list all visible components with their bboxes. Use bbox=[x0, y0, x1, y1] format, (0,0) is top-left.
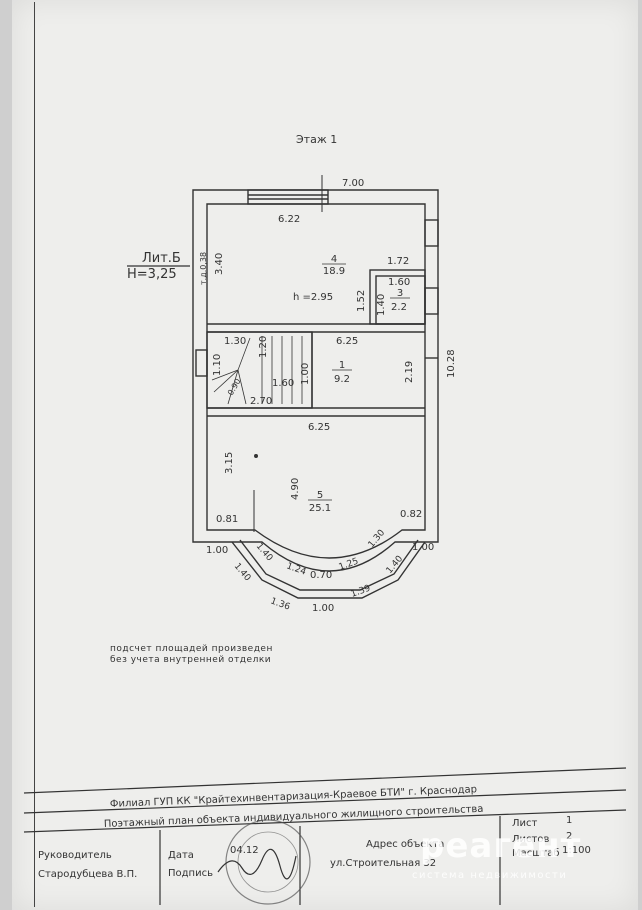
dim-closet-140: 1.40 bbox=[376, 294, 387, 316]
dim-stair-110: 1.10 bbox=[212, 354, 223, 376]
stamp-head-name: Стародубцева В.П. bbox=[38, 869, 137, 880]
signature bbox=[217, 848, 297, 880]
dim-overall-width: 7.00 bbox=[342, 178, 364, 189]
stamp-sheet-label: Лист bbox=[512, 818, 538, 829]
dim-bay-070: 0.70 bbox=[310, 570, 332, 581]
stamp-scale-value: 1:100 bbox=[562, 845, 591, 856]
dim-closet-width: 1.72 bbox=[387, 256, 409, 267]
dim-h: h =2.95 bbox=[293, 292, 333, 303]
dim-bay-right-100: 1.00 bbox=[412, 542, 434, 553]
stamp-sheets-label: Листов bbox=[512, 834, 549, 845]
dim-bay-136: 1.36 bbox=[269, 596, 292, 612]
room-3-area: 2.2 bbox=[391, 302, 407, 313]
dim-hall-625-bottom: 6.25 bbox=[308, 422, 330, 433]
stamp-sign-label: Подпись bbox=[168, 868, 213, 879]
official-seal bbox=[225, 819, 311, 905]
stamp-date-label: Дата bbox=[168, 850, 194, 861]
note-line-1: подсчет площадей произведен bbox=[110, 644, 273, 654]
dim-top-inner-width: 6.22 bbox=[278, 214, 300, 225]
stamp-date-value: 04.12 bbox=[230, 845, 259, 856]
dim-stair-270: 2.70 bbox=[250, 396, 272, 407]
dim-bay-125: 1.25 bbox=[338, 557, 360, 573]
dim-bay-130: 1.30 bbox=[367, 528, 388, 550]
dim-hall-219: 2.19 bbox=[404, 361, 415, 383]
stamp-head-label: Руководитель bbox=[38, 850, 112, 861]
room-4-area: 18.9 bbox=[323, 266, 345, 277]
room-5-number: 5 bbox=[317, 490, 323, 501]
dim-bay-140-a: 1.40 bbox=[254, 542, 275, 564]
dim-bay-bottom-100: 1.00 bbox=[312, 603, 334, 614]
stamp-sheet-value: 1 bbox=[566, 815, 572, 826]
document-sheet: Этаж 1 Лит.Б Н=3,25 bbox=[12, 0, 638, 910]
dim-bay-left-100: 1.00 bbox=[206, 545, 228, 556]
watermark-tagline: система недвижимости bbox=[412, 870, 568, 881]
dim-left-height: 3.40 bbox=[214, 253, 225, 275]
stamp-scale-label: Масштаб bbox=[512, 848, 560, 859]
dim-bay-124: 1.24 bbox=[285, 561, 308, 577]
dim-right-082: 0.82 bbox=[400, 509, 422, 520]
dim-hall-625-top: 6.25 bbox=[336, 336, 358, 347]
dim-closet-152: 1.52 bbox=[356, 290, 367, 312]
floor-plan: Этаж 1 Лит.Б Н=3,25 bbox=[23, 133, 627, 905]
room-1-area: 9.2 bbox=[334, 374, 350, 385]
stamp-address-value: ул.Строительная 32 bbox=[330, 858, 436, 869]
liter-label: Лит.Б bbox=[142, 251, 181, 266]
dim-stair-160: 1.60 bbox=[272, 378, 294, 389]
dim-left-081: 0.81 bbox=[216, 514, 238, 525]
dim-td: т.д.0,38 bbox=[199, 252, 208, 285]
dim-overall-height: 10.28 bbox=[446, 349, 457, 378]
watermark-brand: реагент bbox=[420, 826, 582, 866]
room-4-number: 4 bbox=[331, 254, 337, 265]
note-line-2: без учета внутренней отделки bbox=[110, 655, 271, 665]
room-1-number: 1 bbox=[339, 360, 345, 371]
dim-living-490: 4.90 bbox=[290, 478, 301, 500]
dim-living-315: 3.15 bbox=[224, 452, 235, 474]
dim-stair-130: 1.30 bbox=[224, 336, 246, 347]
stamp-sheets-value: 2 bbox=[566, 831, 572, 842]
sheet-frame bbox=[34, 2, 639, 907]
height-label: Н=3,25 bbox=[127, 267, 177, 282]
dim-stair-120: 1.20 bbox=[258, 336, 269, 358]
dim-closet-160: 1.60 bbox=[388, 277, 410, 288]
stamp-address-label: Адрес объекта bbox=[366, 839, 444, 850]
dim-stair-100: 1.00 bbox=[300, 363, 311, 385]
room-5-area: 25.1 bbox=[309, 503, 331, 514]
room-3-number: 3 bbox=[397, 288, 403, 299]
dim-bay-140-c: 1.40 bbox=[385, 554, 406, 576]
floor-title: Этаж 1 bbox=[296, 133, 337, 146]
